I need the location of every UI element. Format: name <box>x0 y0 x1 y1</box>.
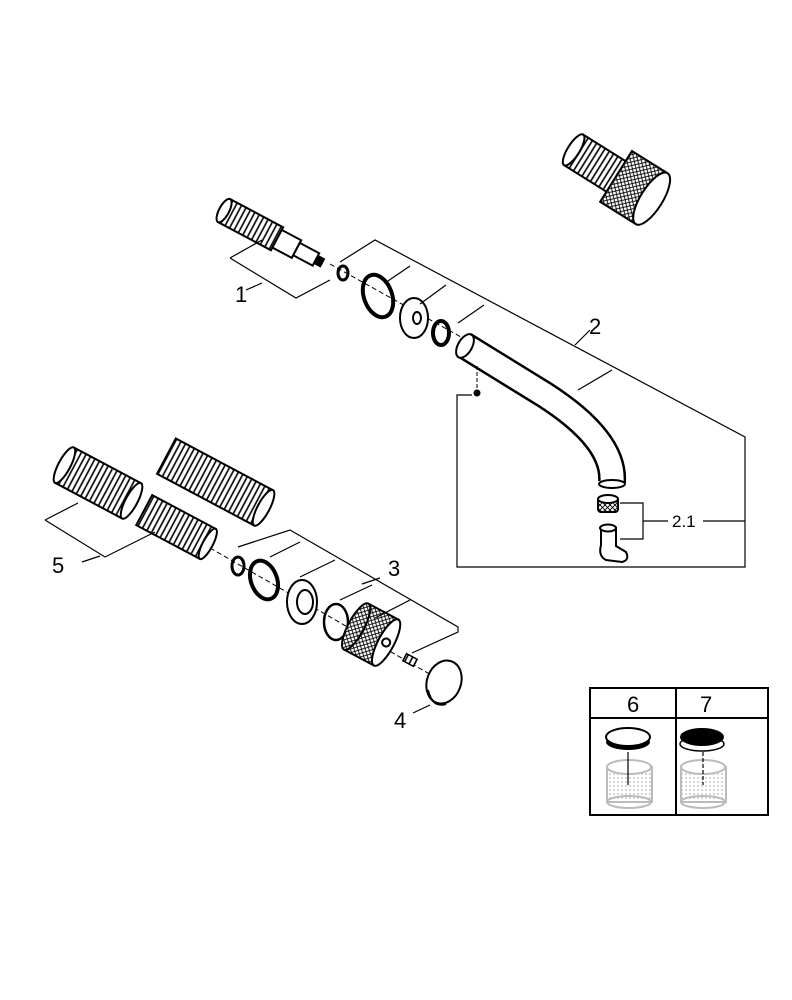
set-screw <box>473 389 481 397</box>
variant-label-6: 6 <box>627 692 639 717</box>
o-ring-large <box>360 272 396 320</box>
variant-7-illustration <box>679 728 727 809</box>
cartridge-part-1 <box>215 197 326 268</box>
spout-part-2 <box>455 333 627 489</box>
callout-3: 3 <box>388 556 400 581</box>
handle-assembly <box>561 133 672 226</box>
o-ring-large <box>247 558 281 602</box>
extension-part-5 <box>52 437 276 561</box>
callout-2-1: 2.1 <box>672 512 696 531</box>
aerator-part-2-1 <box>597 494 629 564</box>
o-ring <box>431 319 451 347</box>
grub-screw <box>401 652 419 668</box>
o-ring <box>322 602 350 642</box>
callout-2: 2 <box>589 314 601 339</box>
o-ring-small <box>336 264 350 282</box>
finish-variants-legend: 6 7 <box>589 687 769 816</box>
o-ring-small <box>230 555 246 577</box>
variant-6-illustration <box>605 727 653 809</box>
callout-1: 1 <box>235 282 247 307</box>
variant-label-7: 7 <box>700 692 712 717</box>
cap-part-4 <box>425 659 463 706</box>
callout-5: 5 <box>52 553 64 578</box>
knurled-handle-part-3 <box>341 602 402 667</box>
callout-4: 4 <box>394 708 406 733</box>
